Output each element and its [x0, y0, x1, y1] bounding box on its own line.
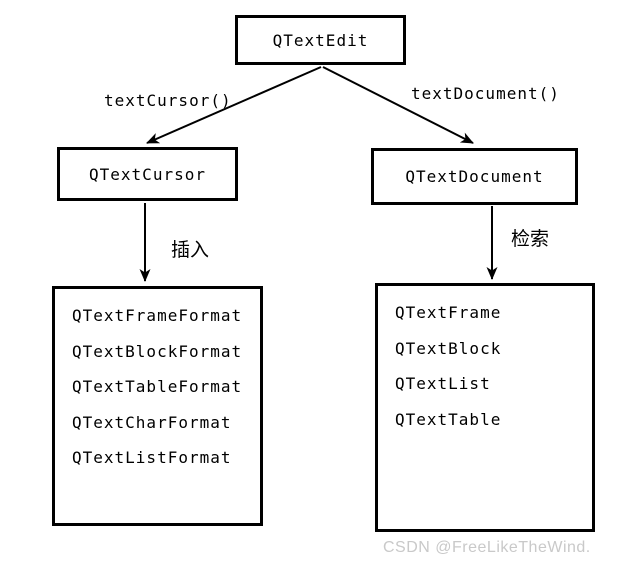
node-qtextedit: QTextEdit: [235, 15, 406, 65]
list-item: QTextBlock: [395, 338, 502, 358]
edge-label-textdocument: textDocument(): [411, 84, 560, 103]
edge-label-retrieve: 检索: [511, 228, 550, 250]
node-object-classes: QTextFrame QTextBlock QTextList QTextTab…: [375, 283, 595, 532]
node-qtextdocument: QTextDocument: [371, 148, 578, 205]
list-item: QTextFrameFormat: [72, 306, 243, 326]
node-qtextcursor-label: QTextCursor: [89, 164, 206, 184]
list-item: QTextTable: [395, 409, 502, 429]
node-qtextedit-label: QTextEdit: [272, 30, 369, 50]
list-item: QTextBlockFormat: [72, 341, 243, 361]
list-item: QTextListFormat: [72, 448, 232, 468]
node-qtextcursor: QTextCursor: [57, 147, 238, 201]
edge-label-insert: 插入: [171, 239, 210, 261]
edge-textdocument-arrow: [322, 66, 474, 144]
csdn-watermark: CSDN @FreeLikeTheWind.: [383, 539, 591, 556]
node-format-classes: QTextFrameFormat QTextBlockFormat QTextT…: [52, 286, 263, 526]
list-item: QTextList: [395, 374, 491, 394]
node-qtextdocument-label: QTextDocument: [405, 167, 544, 186]
edge-label-textcursor: textCursor(): [104, 91, 232, 110]
list-item: QTextTableFormat: [72, 377, 243, 397]
list-item: QTextFrame: [395, 303, 502, 323]
list-item: QTextCharFormat: [72, 412, 232, 432]
